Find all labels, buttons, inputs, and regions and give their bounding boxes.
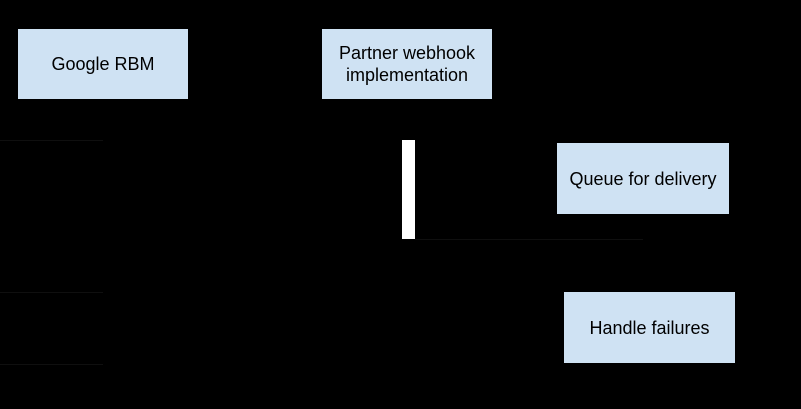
message-line-left-upper [0, 292, 103, 293]
node-partner-webhook-label: Partner webhook implementation [338, 43, 476, 85]
node-handle-failures-label: Handle failures [589, 317, 710, 338]
node-partner-webhook-implementation: Partner webhook implementation [322, 29, 492, 99]
message-line-partner-to-queue [415, 239, 643, 240]
node-google-rbm-label: Google RBM [51, 54, 155, 74]
node-google-rbm: Google RBM [18, 29, 188, 99]
node-queue-for-delivery: Queue for delivery [557, 143, 729, 214]
node-handle-failures: Handle failures [564, 292, 735, 363]
activation-bar [402, 140, 415, 239]
message-line-left-lower [0, 364, 103, 365]
node-queue-for-delivery-label: Queue for delivery [569, 168, 717, 189]
message-line-incoming-google-rbm [0, 140, 103, 141]
